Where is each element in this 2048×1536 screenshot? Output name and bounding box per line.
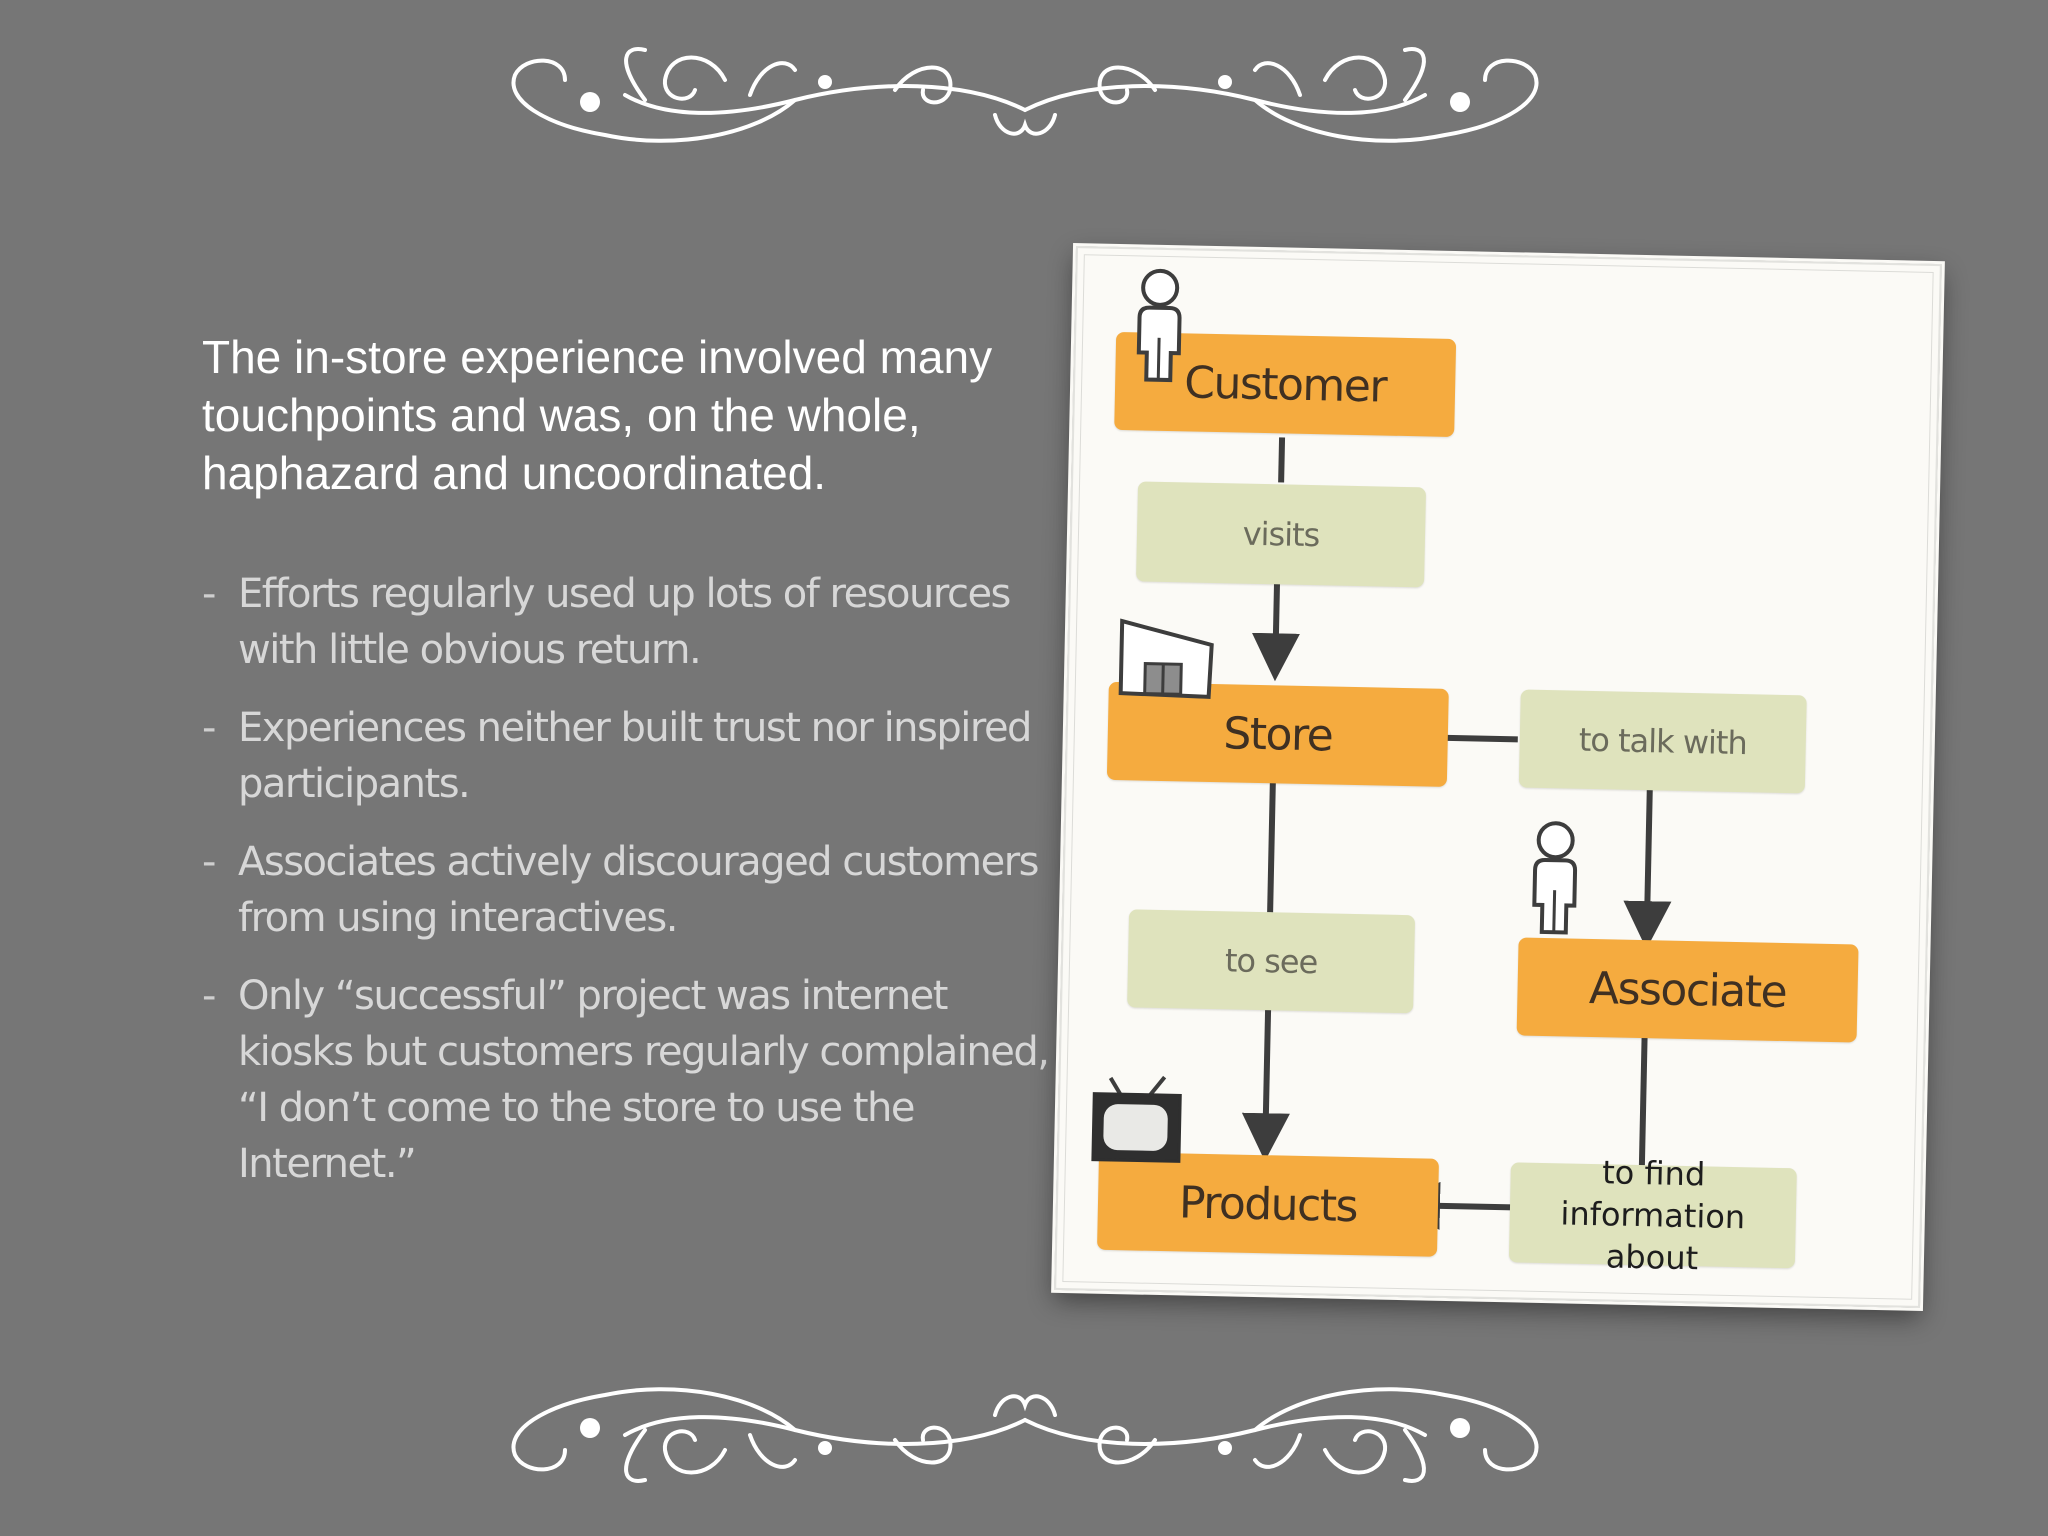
bullet-item: - Experiences neither built trust nor in… bbox=[202, 700, 1072, 812]
bullet-item: - Associates actively discouraged custom… bbox=[202, 834, 1072, 946]
store-icon bbox=[1118, 618, 1214, 700]
top-flourish-ornament bbox=[511, 47, 1539, 143]
node-store-label: Store bbox=[1222, 707, 1333, 762]
edge-to-find-information-about: to find information about bbox=[1508, 1153, 1797, 1277]
bottom-flourish-ornament bbox=[511, 1387, 1539, 1483]
bullet-text: Associates actively discouraged customer… bbox=[238, 839, 1039, 941]
tv-icon bbox=[1091, 1075, 1182, 1163]
bullet-dash: - bbox=[202, 839, 216, 885]
connector-to-see-products bbox=[1241, 1004, 1290, 1162]
edge-visits: visits bbox=[1136, 481, 1427, 588]
edge-to-see-label: to see bbox=[1224, 941, 1318, 982]
node-customer-label: Customer bbox=[1183, 356, 1387, 413]
bullet-dash: - bbox=[202, 973, 216, 1019]
bullet-list: - Efforts regularly used up lots of reso… bbox=[202, 566, 1072, 1214]
bullet-text: Experiences neither built trust nor insp… bbox=[238, 705, 1032, 807]
edge-to-talk-with-label: to talk with bbox=[1578, 720, 1748, 763]
bullet-dash: - bbox=[202, 705, 216, 751]
slide-headline: The in-store experience involved many to… bbox=[202, 331, 993, 499]
node-products-label: Products bbox=[1178, 1176, 1358, 1232]
bullet-text: Efforts regularly used up lots of resour… bbox=[238, 571, 1011, 673]
edge-to-see: to see bbox=[1127, 909, 1416, 1014]
node-associate: Associate bbox=[1516, 937, 1859, 1043]
person-icon bbox=[1532, 821, 1578, 935]
bullet-item: - Only “successful” project was internet… bbox=[202, 968, 1072, 1192]
edge-to-find-label-line1: to find bbox=[1601, 1153, 1706, 1194]
edge-to-talk-with: to talk with bbox=[1518, 689, 1807, 794]
bullet-text: Only “successful” project was internet k… bbox=[238, 973, 1050, 1187]
bullet-dash: - bbox=[202, 571, 216, 617]
connector-visits-store bbox=[1251, 577, 1300, 682]
diagram-card: Customer Store Associate Products visits… bbox=[1051, 242, 1945, 1312]
connector-to-talk-with-associate bbox=[1623, 785, 1672, 950]
connector-store-to-see bbox=[1267, 777, 1276, 913]
bullet-item: - Efforts regularly used up lots of reso… bbox=[202, 566, 1072, 678]
person-icon bbox=[1136, 268, 1182, 383]
connector-customer-visits bbox=[1278, 437, 1286, 483]
edge-to-find-label-line2: information about bbox=[1560, 1194, 1746, 1278]
node-associate-label: Associate bbox=[1588, 962, 1787, 1018]
edge-visits-label: visits bbox=[1242, 514, 1320, 555]
